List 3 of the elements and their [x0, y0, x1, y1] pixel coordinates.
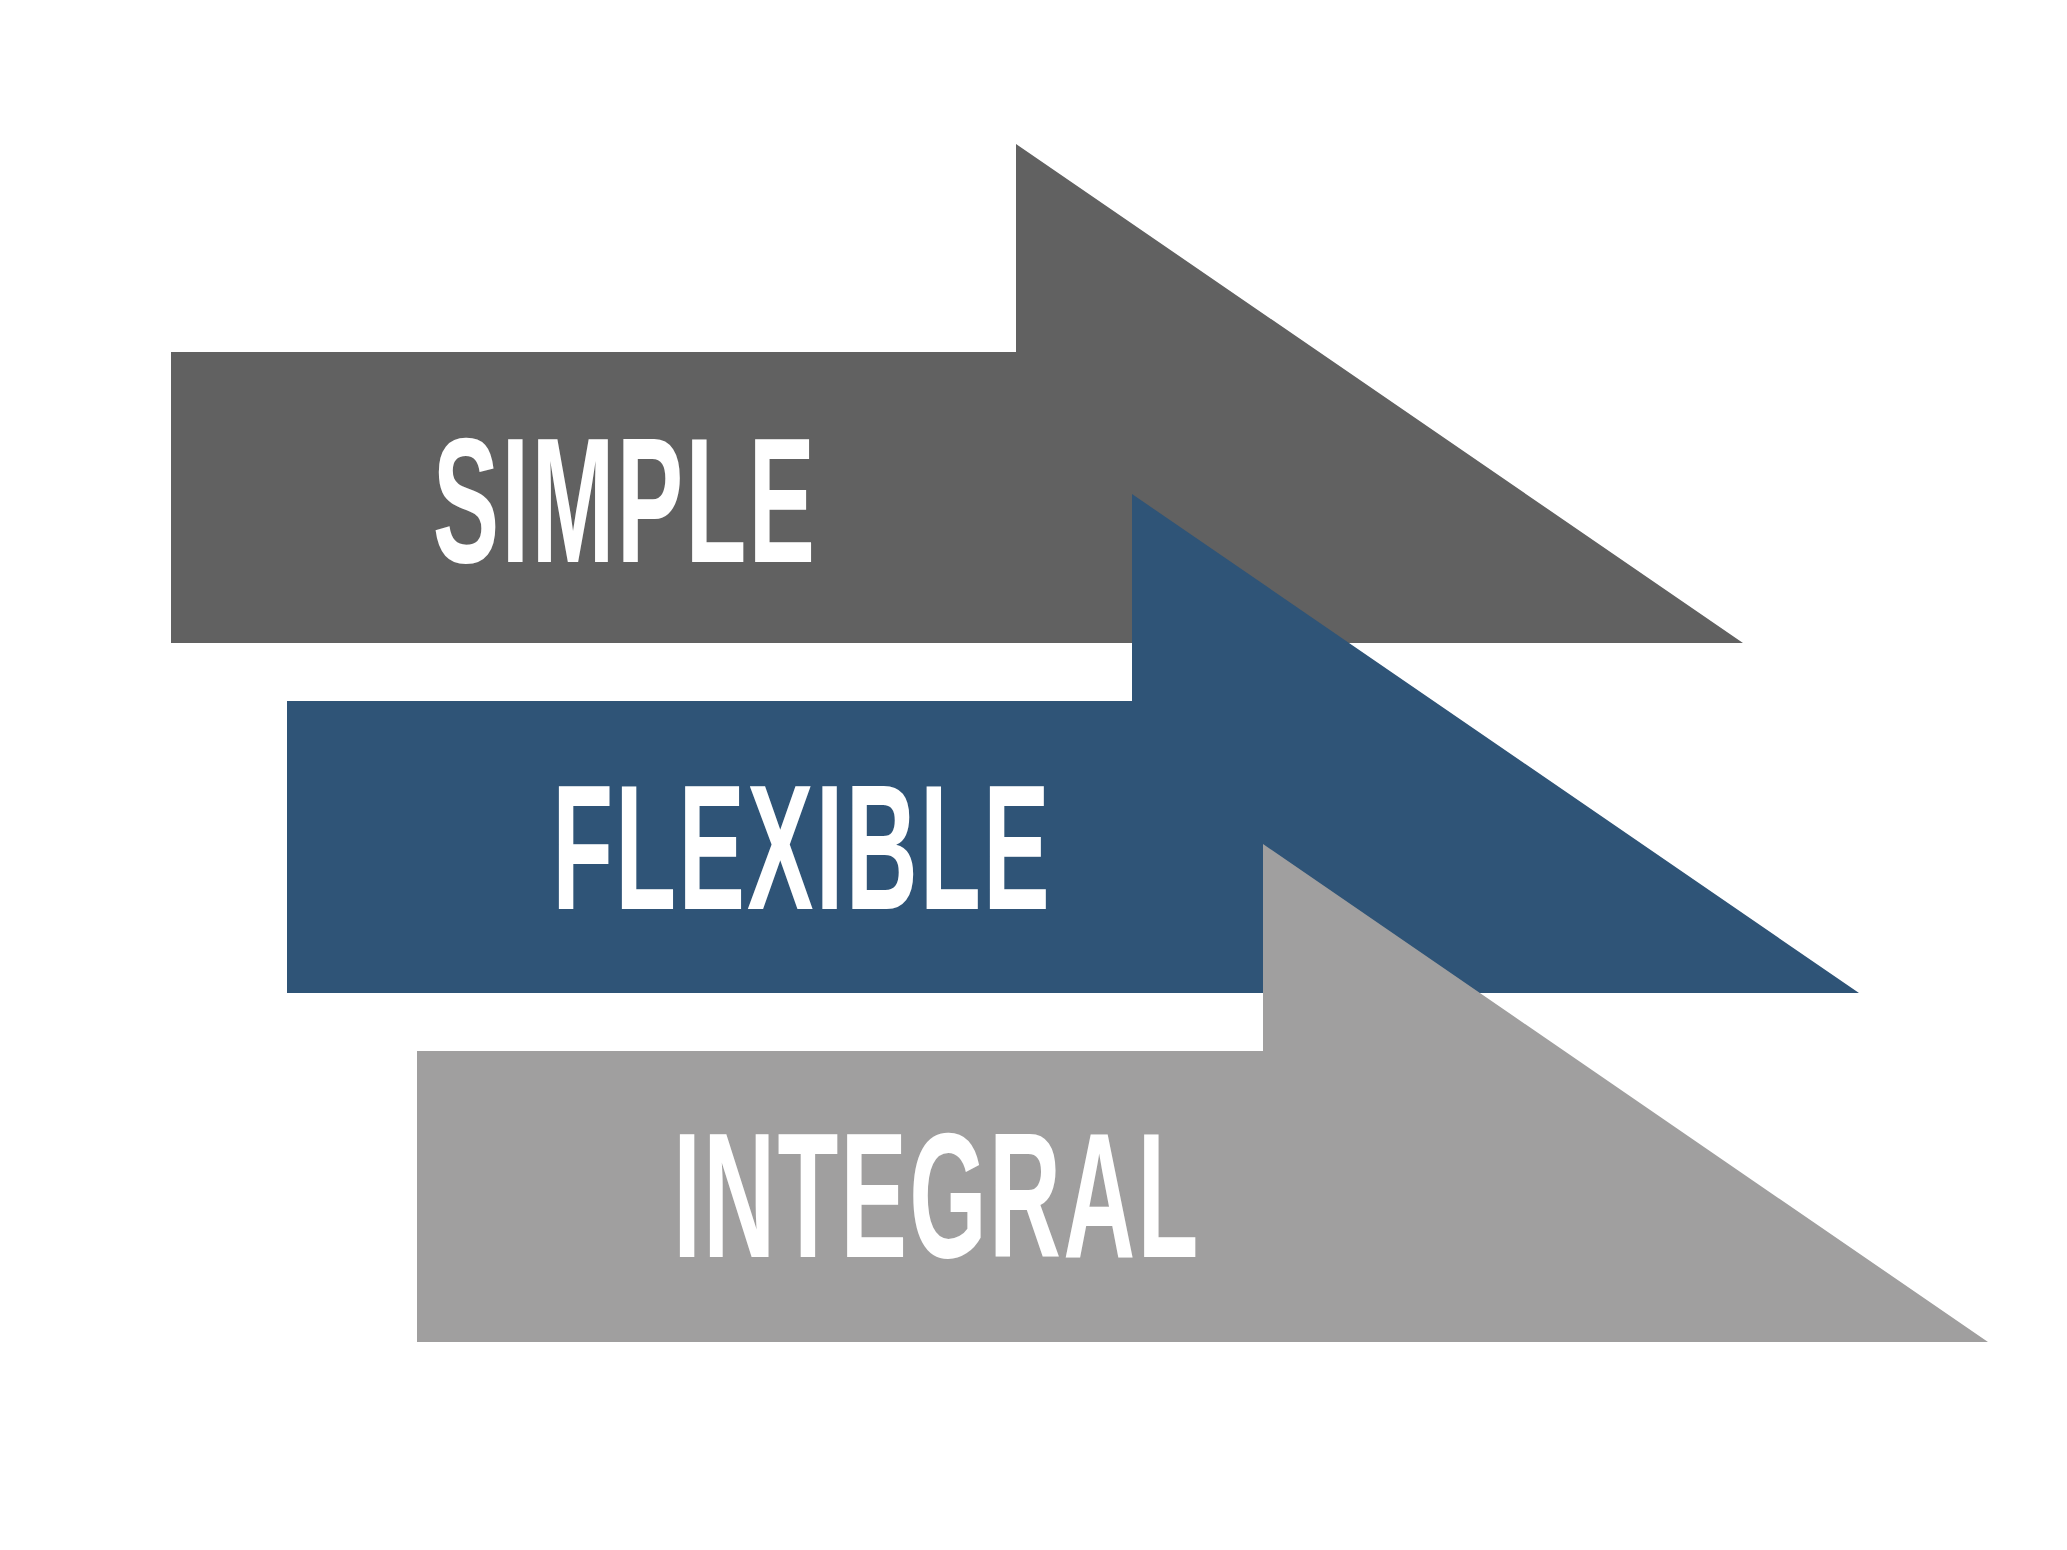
- arrow-label: INTEGRAL: [673, 1107, 1201, 1285]
- arrow-label: FLEXIBLE: [552, 759, 1052, 937]
- arrow-label: SIMPLE: [432, 412, 818, 590]
